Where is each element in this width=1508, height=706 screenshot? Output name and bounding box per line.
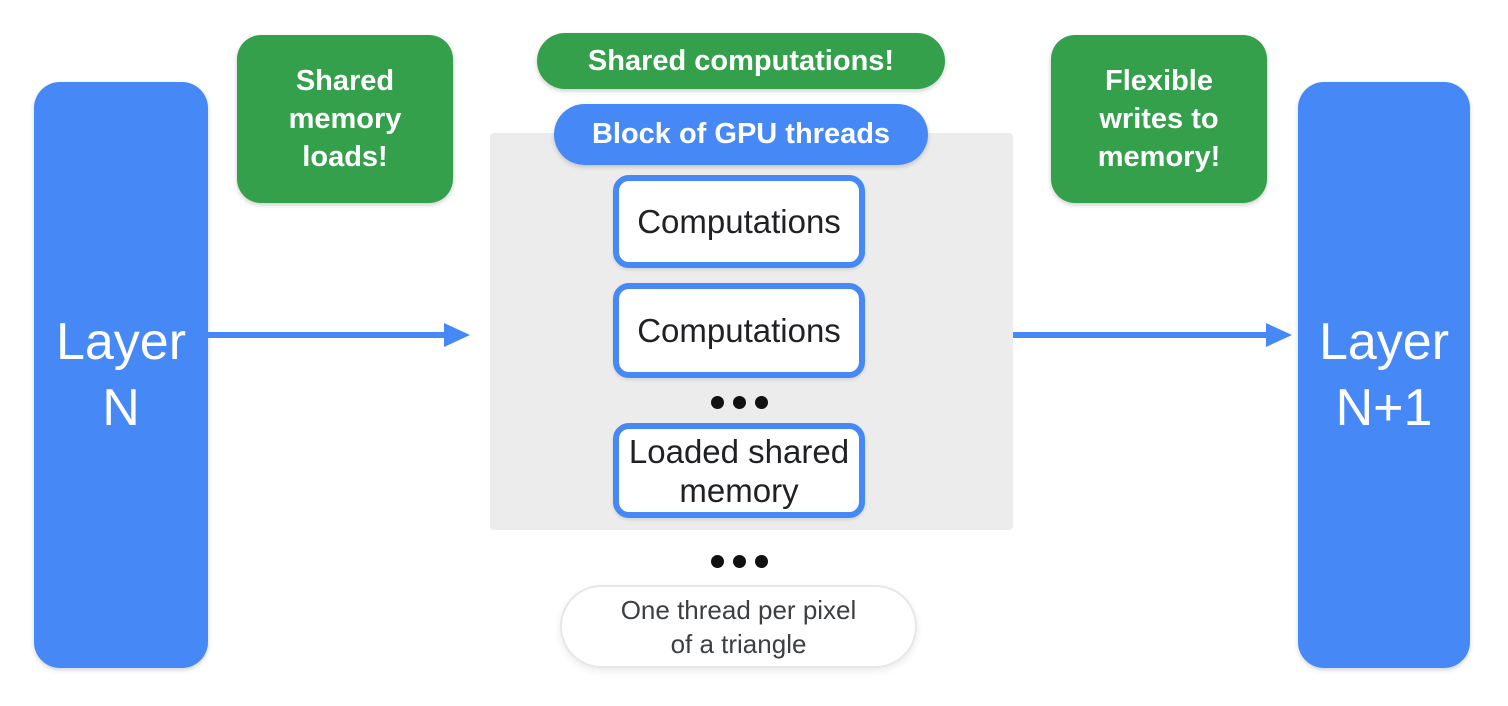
computations-box-2: Computations bbox=[613, 283, 865, 378]
arrow-shaft bbox=[207, 332, 445, 338]
layer-n-plus-1-box: Layer N+1 bbox=[1298, 82, 1470, 668]
one-thread-per-pixel-note: One thread per pixel of a triangle bbox=[560, 585, 917, 668]
layer-n-label-line1: Layer bbox=[55, 313, 187, 371]
ellipsis-dot bbox=[711, 396, 724, 409]
layer-n-box: Layer N bbox=[34, 82, 208, 668]
ellipsis-dot bbox=[733, 555, 746, 568]
callout-flexible-writes: Flexible writes to memory! bbox=[1051, 35, 1267, 203]
callout-shared-computations: Shared computations! bbox=[537, 33, 945, 89]
callout-left-line3: loads! bbox=[302, 141, 388, 173]
ellipsis-dot bbox=[733, 396, 746, 409]
callout-right-line1: Flexible bbox=[1105, 65, 1213, 97]
loaded-shared-memory-line1: Loaded shared bbox=[628, 432, 850, 470]
ellipsis-dots-inside-block bbox=[711, 396, 768, 409]
ellipsis-dot bbox=[755, 396, 768, 409]
callout-right-line2: writes to bbox=[1099, 103, 1219, 135]
callout-shared-memory-loads: Shared memory loads! bbox=[237, 35, 453, 203]
loaded-shared-memory-box: Loaded shared memory bbox=[613, 423, 865, 518]
callout-right-line3: memory! bbox=[1097, 141, 1221, 173]
arrow-head bbox=[1266, 323, 1292, 347]
callout-left-line1: Shared bbox=[295, 65, 395, 97]
ellipsis-dots-below-block bbox=[711, 555, 768, 568]
gpu-block-header-label: Block of GPU threads bbox=[591, 118, 891, 150]
gpu-block-header-pill: Block of GPU threads bbox=[554, 104, 928, 165]
layer-n-plus-1-label-line2: N+1 bbox=[1335, 379, 1433, 437]
layer-n-label-line2: N bbox=[102, 379, 140, 437]
computations-box-2-label: Computations bbox=[637, 312, 841, 349]
layer-n-plus-1-label-line1: Layer bbox=[1318, 313, 1450, 371]
computations-box-1: Computations bbox=[613, 175, 865, 268]
arrow-shaft bbox=[1013, 332, 1267, 338]
callout-left-line2: memory bbox=[288, 103, 402, 135]
computations-box-1-label: Computations bbox=[637, 203, 841, 240]
note-line2: of a triangle bbox=[670, 628, 807, 659]
ellipsis-dot bbox=[755, 555, 768, 568]
arrow-head bbox=[444, 323, 470, 347]
ellipsis-dot bbox=[711, 555, 724, 568]
loaded-shared-memory-line2: memory bbox=[679, 471, 799, 509]
callout-top-label: Shared computations! bbox=[587, 44, 895, 77]
note-line1: One thread per pixel bbox=[620, 594, 857, 625]
